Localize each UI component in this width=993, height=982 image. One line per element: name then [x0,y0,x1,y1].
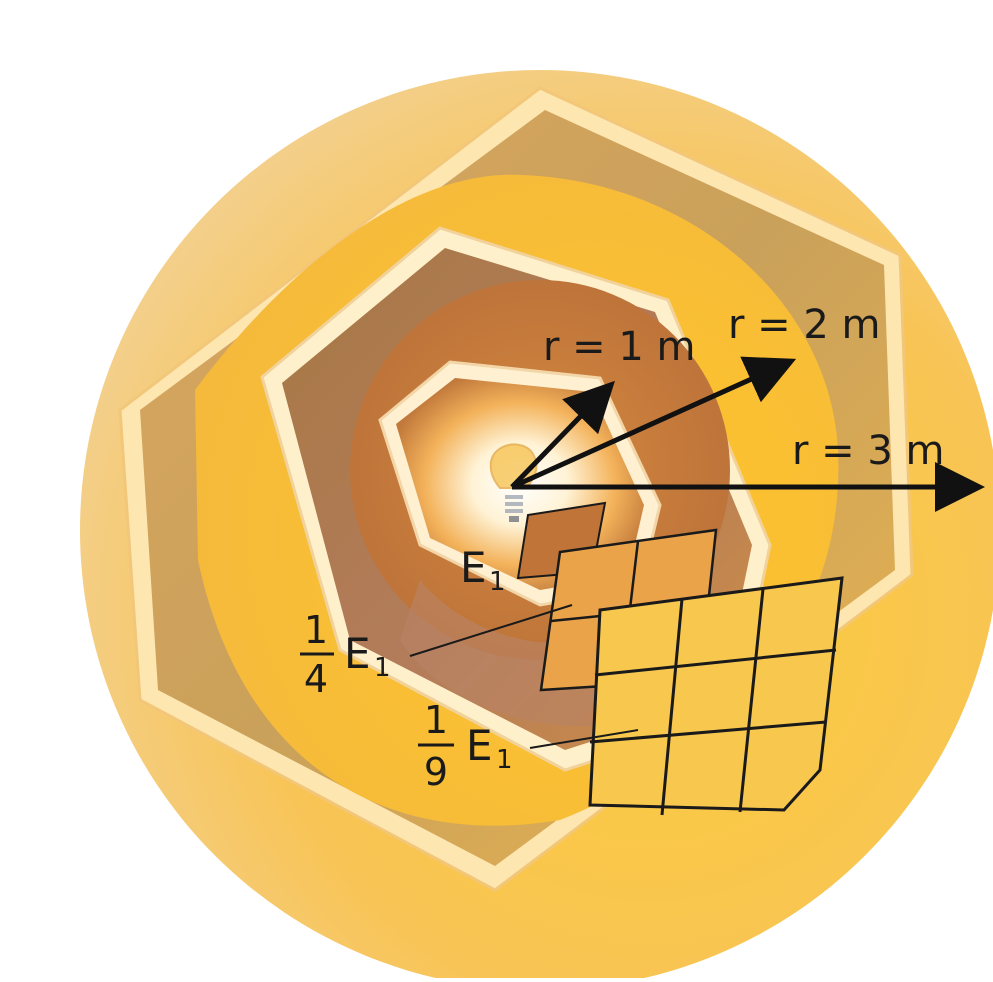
label-ninth-subscript: 1 [496,745,513,775]
label-r-1m: r = 1 m [543,324,696,370]
label-ninth-letter: E [466,721,493,770]
label-quarter-subscript: 1 [374,653,391,683]
label-quarter-letter: E [344,629,371,678]
label-r-2m: r = 2 m [728,302,881,348]
label-quarter-numerator: 1 [304,608,328,652]
label-e1-letter: E [460,543,487,592]
label-ninth-numerator: 1 [424,698,448,742]
label-e1-subscript: 1 [489,567,506,597]
grid-nine-square-meters [578,578,842,818]
label-r-3m: r = 3 m [792,428,945,474]
label-ninth-denominator: 9 [424,750,448,794]
label-quarter-denominator: 4 [304,657,328,701]
